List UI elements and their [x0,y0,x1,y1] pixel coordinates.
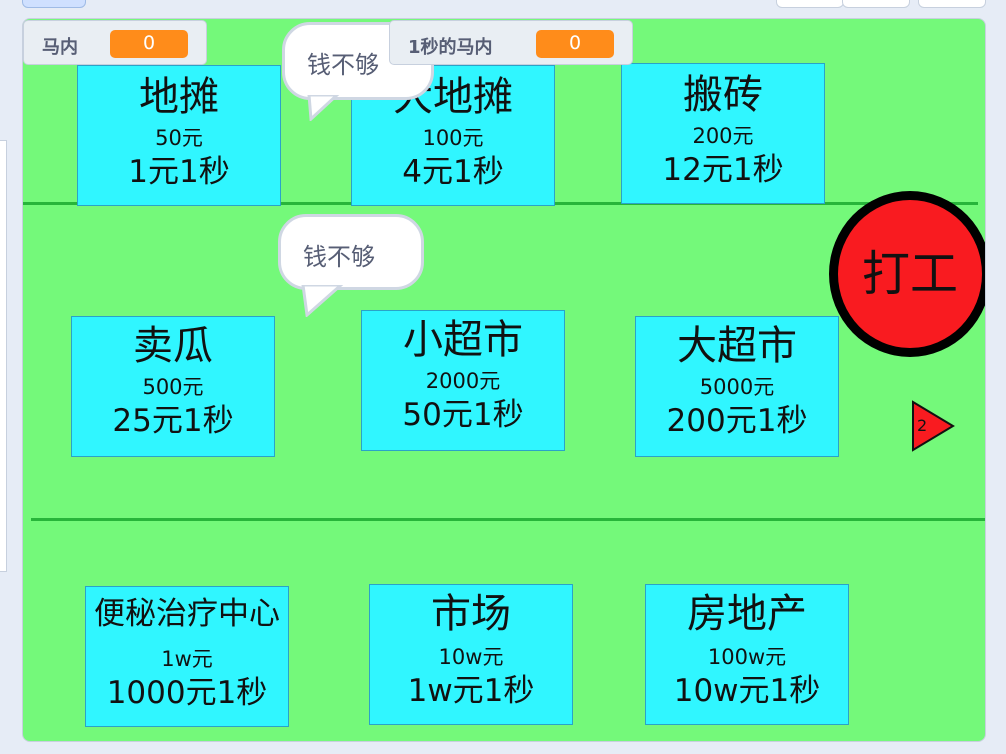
business-name: 卖瓜 [133,323,213,369]
business-card[interactable]: 便秘治疗中心 1w元 1000元1秒 [85,586,289,727]
speech-bubble-text: 钱不够 [303,243,375,271]
business-price: 100元 [422,126,484,150]
stage: 地摊 50元 1元1秒 大地摊 100元 4元1秒 搬砖 200元 12元1秒 … [22,18,986,742]
business-price: 5000元 [699,375,775,399]
business-name: 搬砖 [683,72,763,118]
business-rate: 1000元1秒 [106,675,268,711]
money-monitor[interactable]: 马内 0 [23,20,207,65]
monitor-label: 马内 [42,37,78,58]
top-toolbar-tab[interactable] [22,0,86,8]
page-number: 2 [917,416,928,435]
speech-bubble-text: 钱不够 [307,51,379,79]
business-price: 1w元 [161,647,213,671]
business-rate: 25元1秒 [112,403,234,439]
monitor-label: 1秒的马内 [408,37,493,58]
business-rate: 200元1秒 [666,403,808,439]
business-name: 便秘治疗中心 [94,596,280,632]
business-price: 50元 [155,126,203,150]
business-price: 2000元 [425,369,501,393]
business-card[interactable]: 搬砖 200元 12元1秒 [621,63,825,204]
business-rate: 1w元1秒 [407,673,535,709]
speech-bubble: 钱不够 [278,214,424,317]
business-card[interactable]: 地摊 50元 1元1秒 [77,65,281,206]
business-rate: 4元1秒 [402,154,504,190]
speech-tail [301,285,344,317]
small-stage-button[interactable] [776,0,844,8]
business-card[interactable]: 小超市 2000元 50元1秒 [361,310,565,451]
next-page-arrow[interactable]: 2 [911,400,957,452]
divider-line [31,518,985,521]
money-per-second-monitor[interactable]: 1秒的马内 0 [389,20,633,65]
business-name: 大超市 [677,323,797,369]
speech-tail [307,95,340,121]
play-arrow-icon [912,400,955,452]
fullscreen-button[interactable] [918,0,986,8]
sprite-pane-edge [0,140,7,572]
business-rate: 1元1秒 [128,154,230,190]
business-name: 房地产 [687,591,807,637]
business-rate: 50元1秒 [402,397,524,433]
monitor-value: 0 [536,30,614,58]
business-card[interactable]: 市场 10w元 1w元1秒 [369,584,573,725]
business-rate: 12元1秒 [662,152,784,188]
business-price: 100w元 [707,645,787,669]
business-name: 地摊 [139,74,219,120]
business-card[interactable]: 房地产 100w元 10w元1秒 [645,584,849,725]
large-stage-button[interactable] [842,0,910,8]
work-button[interactable]: 打工 [829,191,985,357]
business-name: 小超市 [403,317,523,363]
business-price: 10w元 [438,645,504,669]
business-card[interactable]: 大超市 5000元 200元1秒 [635,316,839,457]
business-rate: 10w元1秒 [673,673,821,709]
business-price: 500元 [142,375,204,399]
business-card[interactable]: 卖瓜 500元 25元1秒 [71,316,275,457]
business-name: 市场 [431,591,511,637]
business-price: 200元 [692,124,754,148]
monitor-value: 0 [110,30,188,58]
